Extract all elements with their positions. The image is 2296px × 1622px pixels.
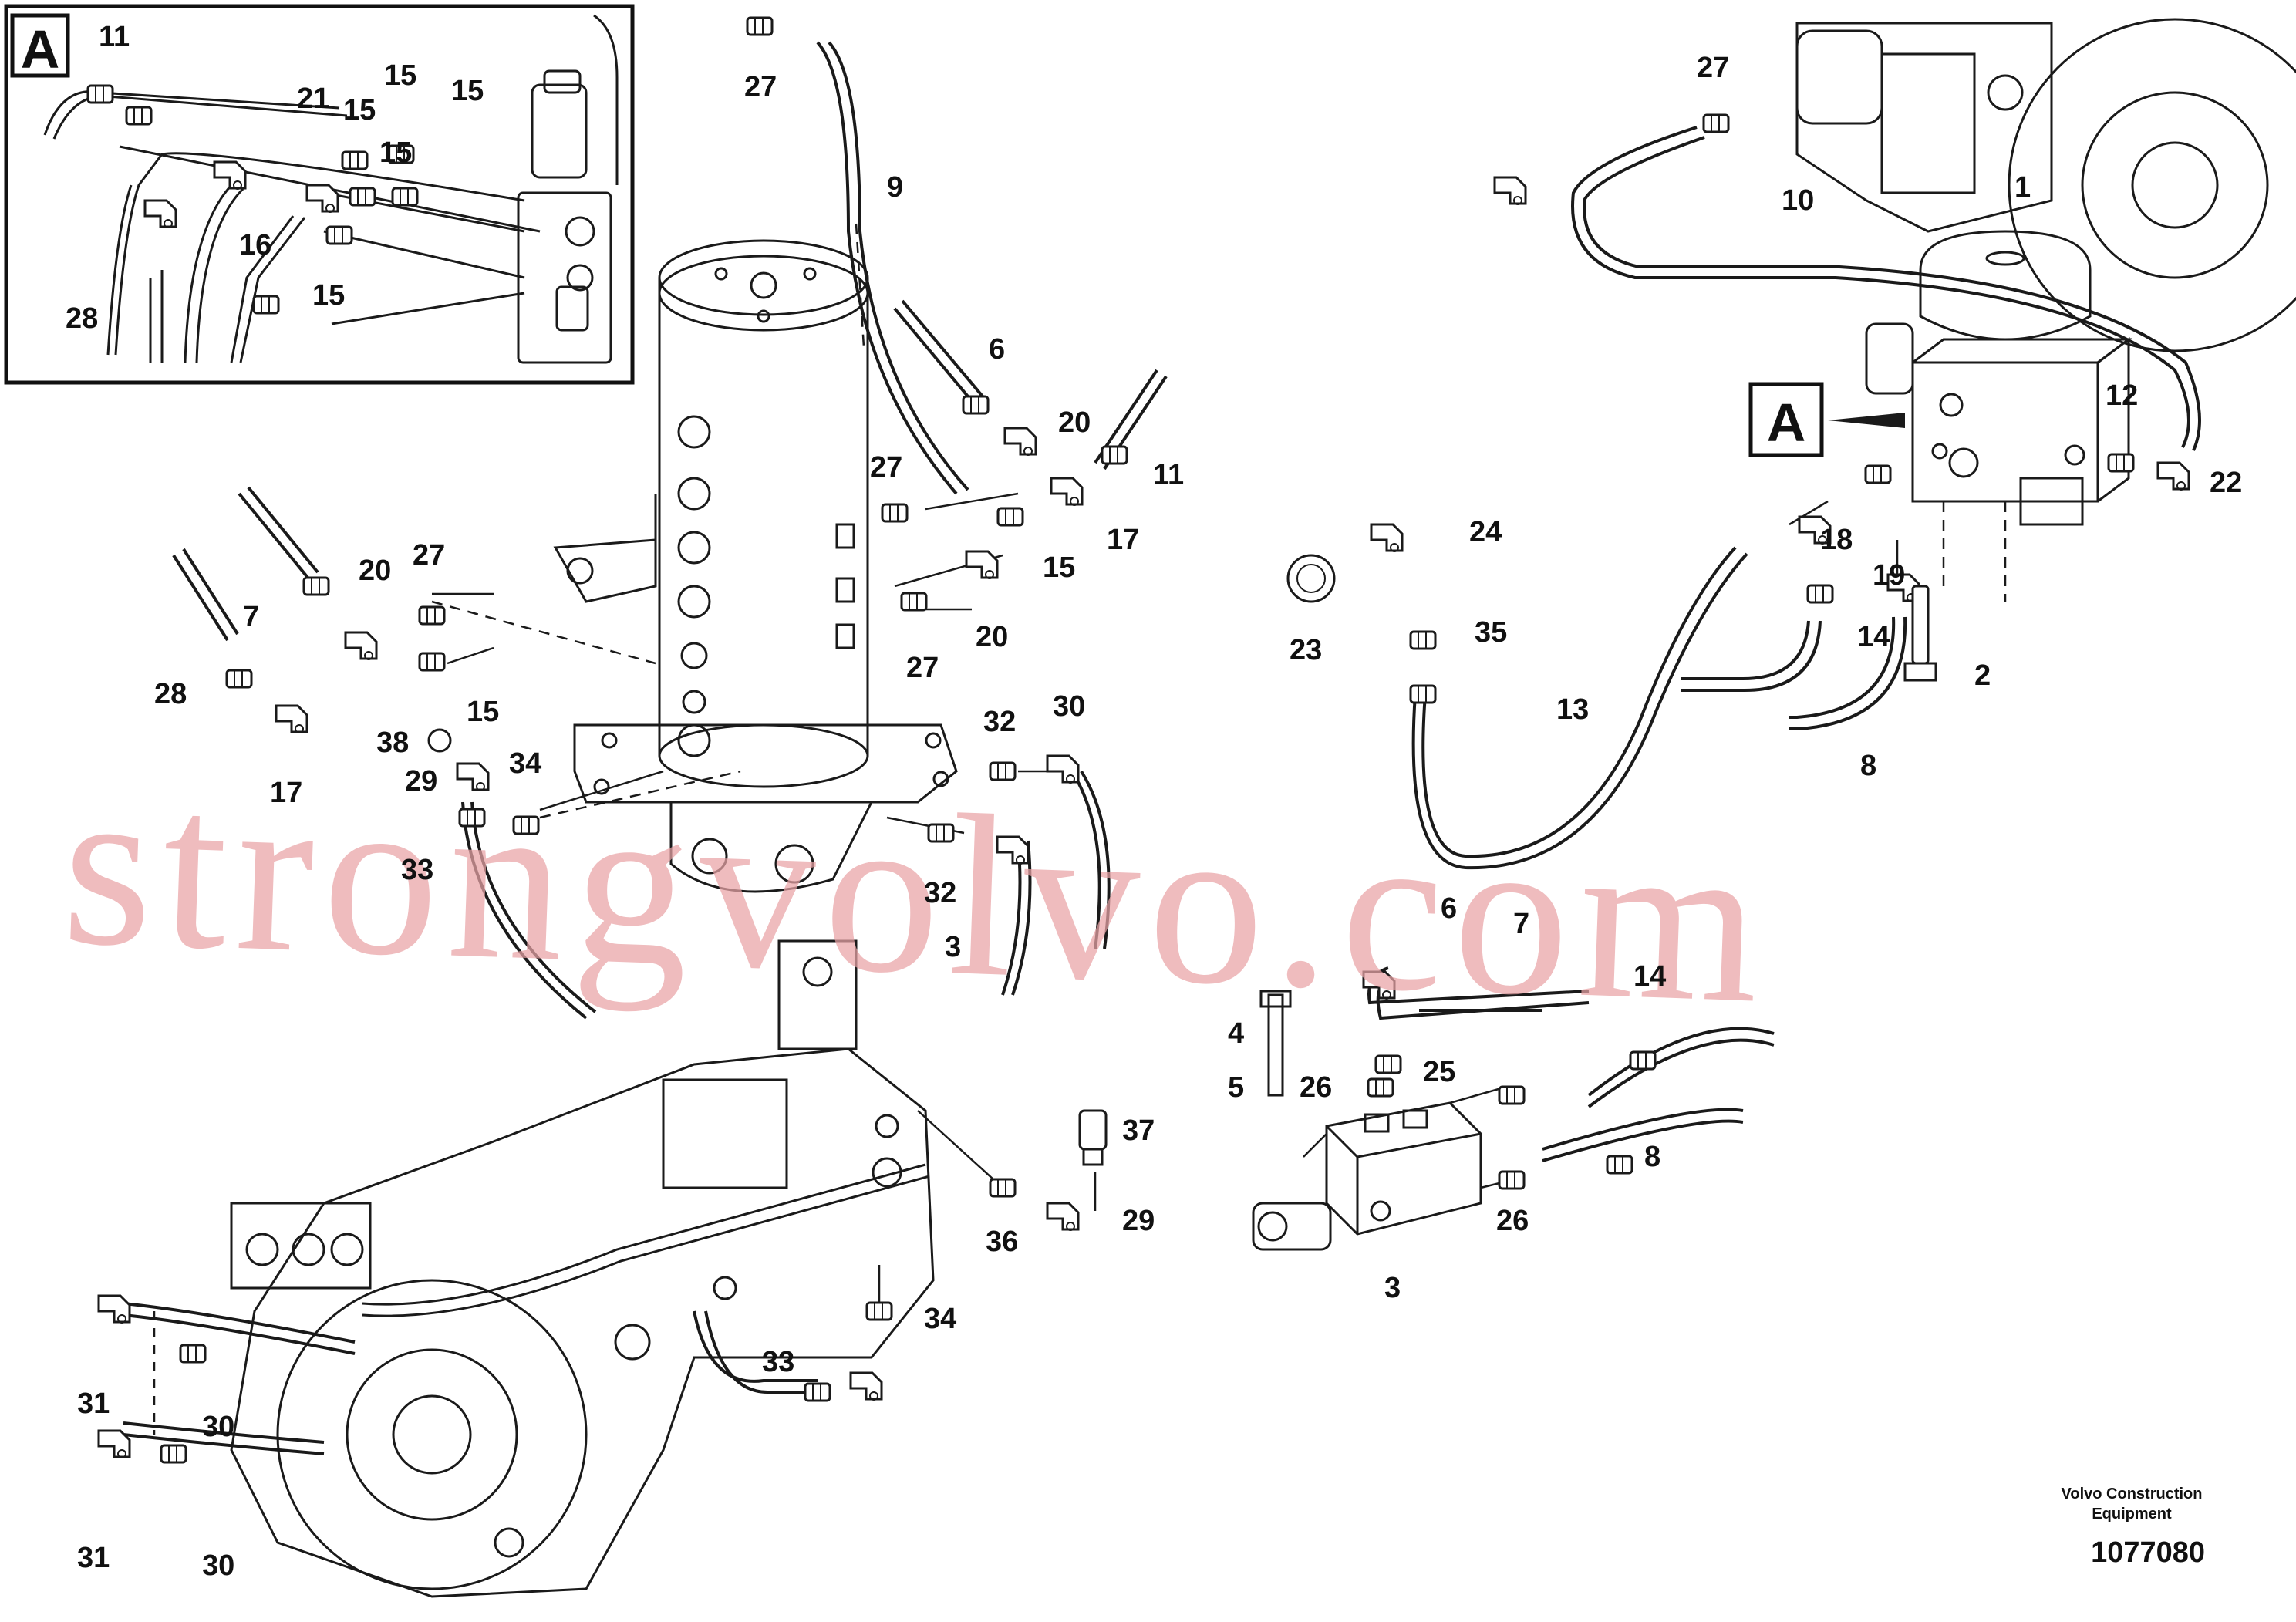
callout-32b: 32 [924, 877, 956, 909]
callout-11: 11 [1153, 459, 1184, 491]
callout-20a: 20 [1058, 406, 1091, 439]
callout-22: 22 [2210, 467, 2242, 499]
callout-9: 9 [887, 171, 903, 204]
callout-38: 38 [376, 727, 409, 759]
callout-group-bottom-right: 6 7 14 4 5 26 25 8 26 3 [1228, 892, 1666, 1304]
callout-30b: 30 [202, 1411, 234, 1443]
callout-32a: 32 [983, 706, 1016, 738]
callout-34b: 34 [924, 1303, 956, 1335]
callout-group-bottom-center: 37 36 29 34 33 31 30 31 30 [77, 1114, 1155, 1582]
callout-6a: 6 [989, 333, 1005, 366]
detail-view-a: A [4, 4, 635, 385]
callout-27d: 27 [413, 539, 445, 572]
callout-inset-15d: 15 [312, 279, 345, 312]
callout-37: 37 [1122, 1114, 1155, 1147]
credit-company: Volvo Construction Equipment [2051, 1484, 2213, 1524]
callout-inset-28: 28 [66, 302, 98, 335]
callout-inset-15e: 15 [379, 137, 412, 169]
callout-8a: 8 [1860, 750, 1876, 782]
callout-inset-15a: 15 [384, 59, 416, 92]
callout-14a: 14 [1857, 621, 1890, 653]
callout-20c: 20 [359, 555, 391, 587]
callout-31b: 31 [77, 1542, 110, 1574]
watermark: strongvolvo.com [59, 736, 1763, 1051]
callout-31a: 31 [77, 1388, 110, 1420]
callout-33a: 33 [401, 854, 433, 886]
callout-29a: 29 [405, 765, 437, 798]
callout-18: 18 [1820, 524, 1853, 556]
callout-36: 36 [986, 1226, 1018, 1258]
callout-20b: 20 [976, 621, 1008, 653]
callout-inset-15c: 15 [451, 75, 484, 107]
detail-pointer-box [1748, 382, 1824, 457]
pointer-arrow [1828, 413, 1905, 428]
callout-30a: 30 [1053, 690, 1085, 723]
callout-10: 10 [1782, 184, 1814, 217]
callout-23: 23 [1290, 634, 1322, 666]
callout-inset-15b: 15 [343, 94, 376, 126]
callout-3: 3 [1384, 1272, 1401, 1304]
callout-34a: 34 [509, 747, 541, 780]
callout-15b: 15 [467, 696, 499, 728]
callout-27a: 27 [744, 71, 777, 103]
detail-view-label: A [21, 19, 60, 79]
callout-27c: 27 [906, 652, 939, 684]
callout-17b: 17 [270, 777, 302, 809]
callout-24: 24 [1469, 516, 1502, 548]
credit-company-line2: Equipment [2092, 1506, 2172, 1523]
callout-5: 5 [1228, 1071, 1244, 1104]
callout-13: 13 [1556, 693, 1589, 726]
callout-inset-11: 11 [99, 21, 130, 53]
callout-inset-21: 21 [297, 83, 329, 115]
callout-6b: 6 [1441, 892, 1457, 925]
transmission [230, 939, 935, 1598]
callout-group-top-right: 27 10 1 12 22 24 23 35 18 19 14 13 2 8 [1290, 52, 2242, 782]
callout-7b: 7 [1513, 908, 1529, 940]
callout-12: 12 [2106, 379, 2138, 412]
callout-35: 35 [1475, 616, 1507, 649]
detail-pointer-label: A [1767, 393, 1806, 453]
callout-26b: 26 [1496, 1205, 1529, 1237]
callout-group-top-center: 27 9 6 20 11 27 17 15 27 20 [744, 71, 1184, 684]
callout-2: 2 [1974, 659, 1991, 692]
callout-group-inset: 11 21 15 15 15 15 16 28 15 [66, 21, 484, 335]
callout-25: 25 [1423, 1056, 1455, 1088]
drawing-number: 1077080 [2091, 1536, 2205, 1569]
inset-fitting-11 [86, 84, 114, 104]
rotary-swivel [553, 239, 958, 893]
callout-17a: 17 [1107, 524, 1139, 556]
callout-33b: 33 [762, 1346, 794, 1378]
callout-3-partial: 3 [945, 931, 961, 963]
callout-inset-16: 16 [239, 229, 271, 261]
callout-30c: 30 [202, 1549, 234, 1582]
callout-29b: 29 [1122, 1205, 1155, 1237]
callout-26a: 26 [1300, 1071, 1332, 1104]
callout-4: 4 [1228, 1017, 1244, 1050]
callout-27b: 27 [870, 451, 902, 484]
callout-14b: 14 [1633, 960, 1666, 993]
callout-28: 28 [154, 678, 187, 710]
callout-8b: 8 [1644, 1141, 1660, 1173]
callout-15: 15 [1043, 551, 1075, 584]
pump-and-accumulator [1795, 18, 2296, 526]
callout-7a: 7 [243, 601, 259, 633]
credit-company-line1: Volvo Construction [2061, 1485, 2203, 1502]
callout-19: 19 [1873, 559, 1905, 592]
callout-group-left-center: 20 27 7 28 15 17 38 29 34 33 32 30 32 3 [154, 539, 1085, 963]
callout-1: 1 [2014, 171, 2031, 204]
callout-27e: 27 [1697, 52, 1729, 84]
